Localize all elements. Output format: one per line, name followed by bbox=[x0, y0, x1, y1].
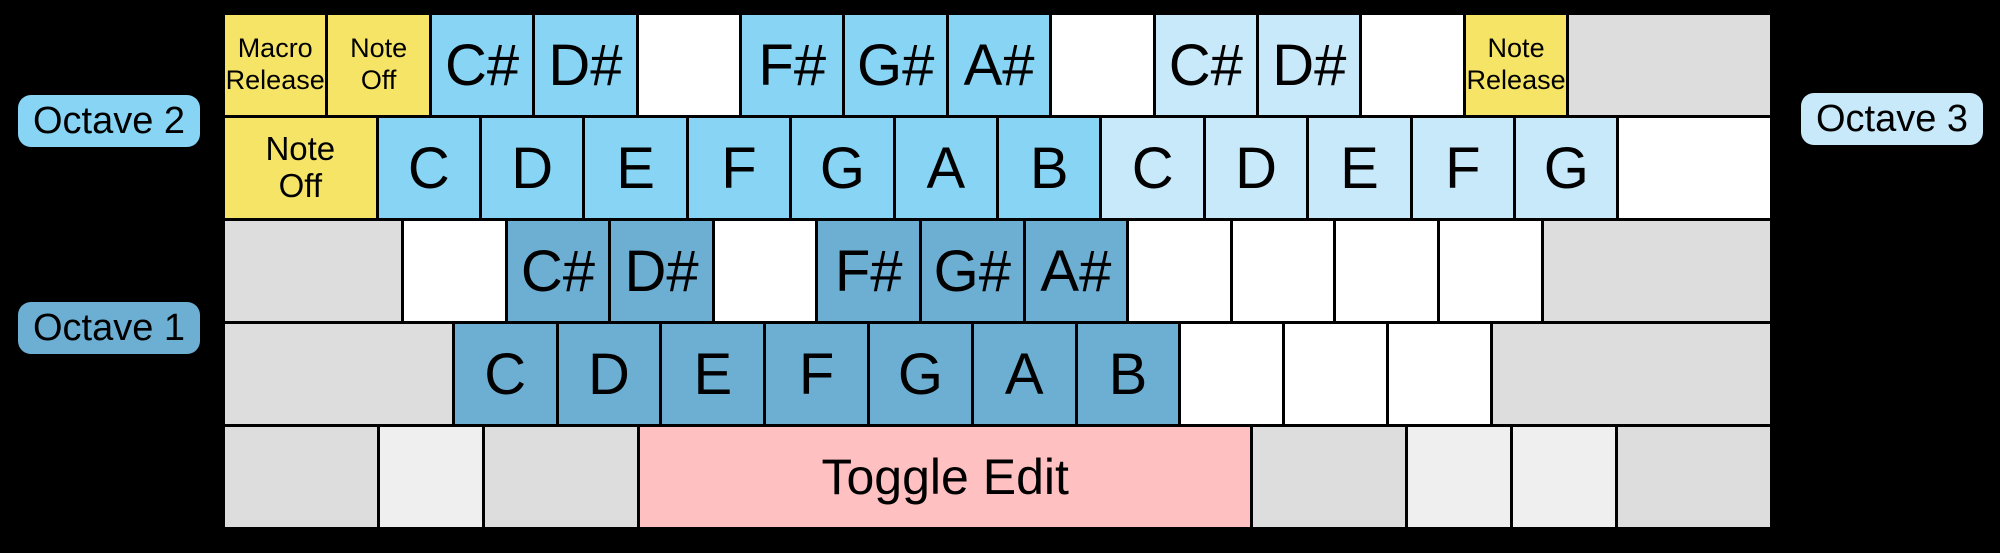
key-g-sharp: G# bbox=[922, 221, 1023, 321]
key-note-off: Note Off bbox=[328, 15, 429, 115]
key-f: F bbox=[688, 118, 790, 218]
key-modifier bbox=[485, 427, 638, 527]
key-modifier bbox=[1408, 427, 1510, 527]
key-modifier bbox=[225, 324, 452, 424]
key-e: E bbox=[585, 118, 686, 218]
key-g: G bbox=[792, 118, 893, 218]
key-d: D bbox=[558, 324, 660, 424]
key-modifier bbox=[1617, 427, 1770, 527]
home-row: C#D# F#G#A# bbox=[225, 221, 1770, 321]
key-c-sharp: C# bbox=[507, 221, 609, 321]
key-a: A bbox=[895, 118, 997, 218]
key-c-sharp: C# bbox=[1155, 15, 1257, 115]
key-unassigned bbox=[404, 221, 505, 321]
key-unassigned bbox=[1129, 221, 1230, 321]
key-g-sharp: G# bbox=[845, 15, 946, 115]
key-a-sharp: A# bbox=[948, 15, 1050, 115]
key-unassigned bbox=[714, 221, 816, 321]
key-toggle-edit: Toggle Edit bbox=[640, 427, 1250, 527]
key-modifier bbox=[1253, 427, 1406, 527]
octave-1-badge: Octave 1 bbox=[18, 302, 200, 354]
key-unassigned bbox=[638, 15, 740, 115]
key-a: A bbox=[973, 324, 1075, 424]
key-f: F bbox=[766, 324, 867, 424]
key-unassigned bbox=[1285, 324, 1386, 424]
key-d: D bbox=[482, 118, 583, 218]
key-b: B bbox=[999, 118, 1100, 218]
key-g: G bbox=[1516, 118, 1617, 218]
key-unassigned bbox=[1181, 324, 1283, 424]
key-unassigned bbox=[1439, 221, 1541, 321]
key-e: E bbox=[662, 324, 764, 424]
key-a-sharp: A# bbox=[1025, 221, 1127, 321]
key-c: C bbox=[454, 324, 556, 424]
key-e: E bbox=[1309, 118, 1410, 218]
key-f-sharp: F# bbox=[742, 15, 843, 115]
key-note-release: Note Release bbox=[1465, 15, 1567, 115]
key-modifier bbox=[1569, 15, 1771, 115]
key-c: C bbox=[378, 118, 479, 218]
key-note-off: Note Off bbox=[225, 118, 376, 218]
key-modifier bbox=[1543, 221, 1770, 321]
key-modifier bbox=[380, 427, 482, 527]
key-f: F bbox=[1412, 118, 1514, 218]
key-unassigned bbox=[1619, 118, 1771, 218]
key-unassigned bbox=[1052, 15, 1153, 115]
key-unassigned bbox=[1336, 221, 1437, 321]
key-d-sharp: D# bbox=[611, 221, 712, 321]
key-modifier bbox=[1513, 427, 1615, 527]
key-c-sharp: C# bbox=[431, 15, 533, 115]
key-d: D bbox=[1205, 118, 1307, 218]
octave-3-badge: Octave 3 bbox=[1801, 93, 1983, 145]
key-unassigned bbox=[1388, 324, 1490, 424]
key-modifier bbox=[225, 427, 378, 527]
key-b: B bbox=[1077, 324, 1179, 424]
modifier-row: Toggle Edit bbox=[225, 427, 1770, 527]
key-unassigned bbox=[1362, 15, 1463, 115]
key-f-sharp: F# bbox=[818, 221, 920, 321]
key-macro-release: Macro Release bbox=[225, 15, 326, 115]
key-d-sharp: D# bbox=[1259, 15, 1360, 115]
key-modifier bbox=[1492, 324, 1770, 424]
key-d-sharp: D# bbox=[535, 15, 636, 115]
key-modifier bbox=[225, 221, 402, 321]
key-unassigned bbox=[1232, 221, 1334, 321]
octave-2-badge: Octave 2 bbox=[18, 95, 200, 147]
key-c: C bbox=[1102, 118, 1203, 218]
key-g: G bbox=[869, 324, 971, 424]
